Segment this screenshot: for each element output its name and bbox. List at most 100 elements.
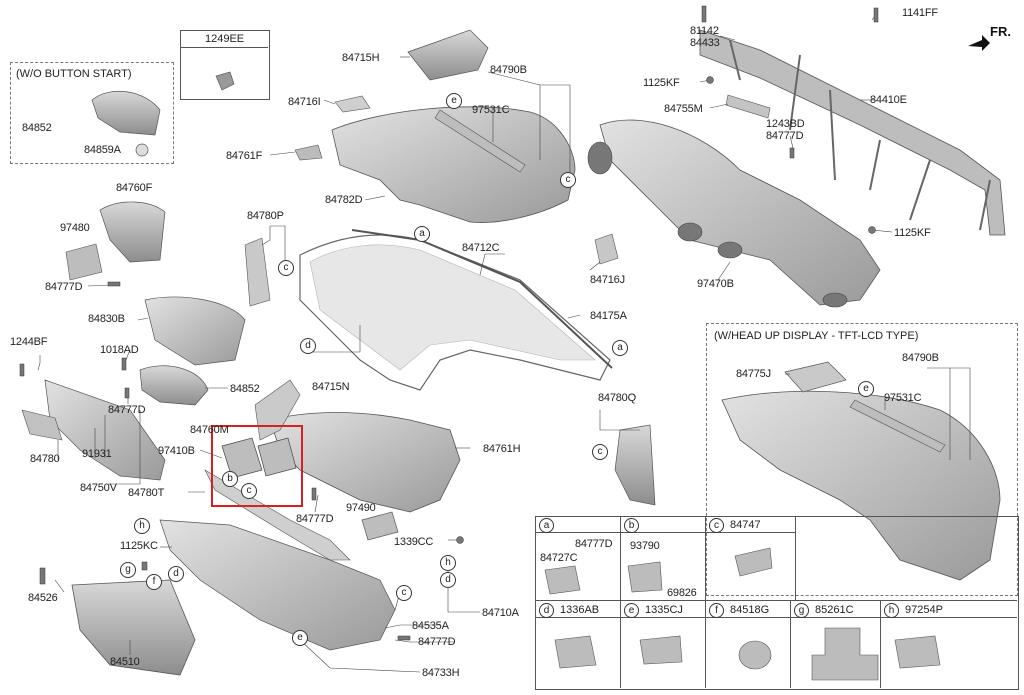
label-97490: 97490 xyxy=(346,502,376,514)
cell-f-part: 84518G xyxy=(730,604,770,616)
trim-84716J xyxy=(594,233,619,265)
label-84535A: 84535A xyxy=(412,620,449,632)
label-1244BF: 1244BF xyxy=(10,336,48,348)
cell-e-header: e 1335CJ xyxy=(624,603,683,618)
duct-outlet-3 xyxy=(717,241,743,259)
label-84755M: 84755M xyxy=(664,103,703,115)
callout-e-3: e xyxy=(858,381,874,397)
callout-a-1: a xyxy=(414,226,430,242)
duct-outlet-2 xyxy=(677,222,703,242)
label-84777D-b: 84777D xyxy=(108,404,146,416)
label-1125KF-b: 1125KF xyxy=(894,227,931,239)
label-84852-b: 84852 xyxy=(230,383,260,395)
label-1018AD: 1018AD xyxy=(100,344,139,356)
label-84777D-c: 84777D xyxy=(296,513,334,525)
cell-c-letter: c xyxy=(709,518,724,533)
housing-84760F xyxy=(99,201,166,263)
cell-e-letter: e xyxy=(624,603,639,618)
cell-b-letter: b xyxy=(624,518,639,533)
cell-h-letter: h xyxy=(884,603,899,618)
callout-c-3: c xyxy=(278,260,294,276)
cell-f-letter: f xyxy=(709,603,724,618)
label-84780Q: 84780Q xyxy=(598,392,636,404)
callout-b-1: b xyxy=(222,471,238,487)
label-84782D: 84782D xyxy=(325,194,363,206)
crash-pad-vent xyxy=(434,109,526,173)
cell-c-part: 84747 xyxy=(730,519,761,531)
cell-e-part: 1335CJ xyxy=(645,604,683,616)
center-vent-right xyxy=(257,437,297,477)
ref-table xyxy=(535,516,1019,690)
label-84780T: 84780T xyxy=(128,487,165,499)
cross-bar-braces xyxy=(729,39,991,231)
cell-g-part: 85261C xyxy=(815,604,854,616)
label-84433: 84433 xyxy=(690,37,720,49)
label-1125KF-a: 1125KF xyxy=(643,77,680,89)
cover-84830B xyxy=(144,296,246,366)
label-84750V: 84750V xyxy=(80,482,117,494)
fasteners xyxy=(19,5,879,641)
wo-button-start-title: (W/O BUTTON START) xyxy=(16,68,132,80)
callout-d-1: d xyxy=(300,338,316,354)
ref-table-col-divider-1 xyxy=(620,516,621,688)
upper-crash-pad xyxy=(331,106,576,223)
cell-h-part: 97254P xyxy=(905,604,943,616)
cell-d-part: 1336AB xyxy=(560,604,600,616)
hud-box-title: (W/HEAD UP DISPLAY - TFT-LCD TYPE) xyxy=(714,330,919,342)
label-84710A: 84710A xyxy=(482,607,519,619)
callout-c-2: c xyxy=(560,172,576,188)
label-84716I: 84716I xyxy=(288,96,321,108)
front-label: FR. xyxy=(990,24,1011,39)
cover-84716I xyxy=(334,95,371,113)
lower-panel-84710A xyxy=(159,519,396,651)
label-84775J: 84775J xyxy=(736,368,771,380)
cell-b-sub-2: 69826 xyxy=(667,587,697,599)
label-84830B: 84830B xyxy=(88,313,125,325)
callout-f-1: f xyxy=(146,574,162,590)
ref-table-col-divider-3 xyxy=(795,516,796,600)
wo-button-start-box xyxy=(10,62,174,164)
part-1249ee-box xyxy=(180,30,270,100)
main-frame-fill xyxy=(309,244,596,371)
table-part-sketches xyxy=(544,547,941,681)
label-97410B: 97410B xyxy=(158,445,195,457)
label-84777D-d: 84777D xyxy=(418,636,456,648)
leader-lines xyxy=(37,13,971,673)
cell-a-sub-2: 84727C xyxy=(540,552,578,564)
clip-1249EE xyxy=(215,71,235,91)
ref-table-col-divider-3b xyxy=(790,600,791,688)
label-1125KC: 1125KC xyxy=(120,540,158,552)
callout-h-2: h xyxy=(440,555,456,571)
ref-table-col-divider-4 xyxy=(880,600,881,688)
ref-table-row-divider xyxy=(535,600,1017,601)
label-84760M: 84760M xyxy=(190,424,229,436)
label-84761F: 84761F xyxy=(226,150,263,162)
label-97531C-a: 97531C xyxy=(472,104,510,116)
frame-rail xyxy=(351,229,613,369)
hud-box xyxy=(706,323,1018,596)
callout-e-2: e xyxy=(292,630,308,646)
callout-c-4: c xyxy=(592,444,608,460)
cell-g-letter: g xyxy=(794,603,809,618)
callout-h-1: h xyxy=(134,518,150,534)
ref-table-col-divider-2 xyxy=(705,516,706,600)
bracket-84761F xyxy=(294,144,323,161)
label-84716J: 84716J xyxy=(590,274,625,286)
cell-b-header: b xyxy=(624,518,645,533)
label-84712C: 84712C xyxy=(462,242,500,254)
cell-a-letter: a xyxy=(539,518,554,533)
label-84175A: 84175A xyxy=(590,310,627,322)
duct-97470B xyxy=(599,119,881,306)
label-84733H: 84733H xyxy=(422,667,460,679)
label-84859A: 84859A xyxy=(84,144,121,156)
label-84780: 84780 xyxy=(30,453,60,465)
cell-g-header: g 85261C xyxy=(794,603,854,618)
label-84761H: 84761H xyxy=(483,443,521,455)
cell-h-header: h 97254P xyxy=(884,603,943,618)
label-81142: 81142 xyxy=(690,25,719,37)
label-84777D-a: 84777D xyxy=(45,281,83,293)
label-84777D-e: 84777D xyxy=(766,130,804,142)
ref-table-col-divider-2b xyxy=(705,600,706,688)
